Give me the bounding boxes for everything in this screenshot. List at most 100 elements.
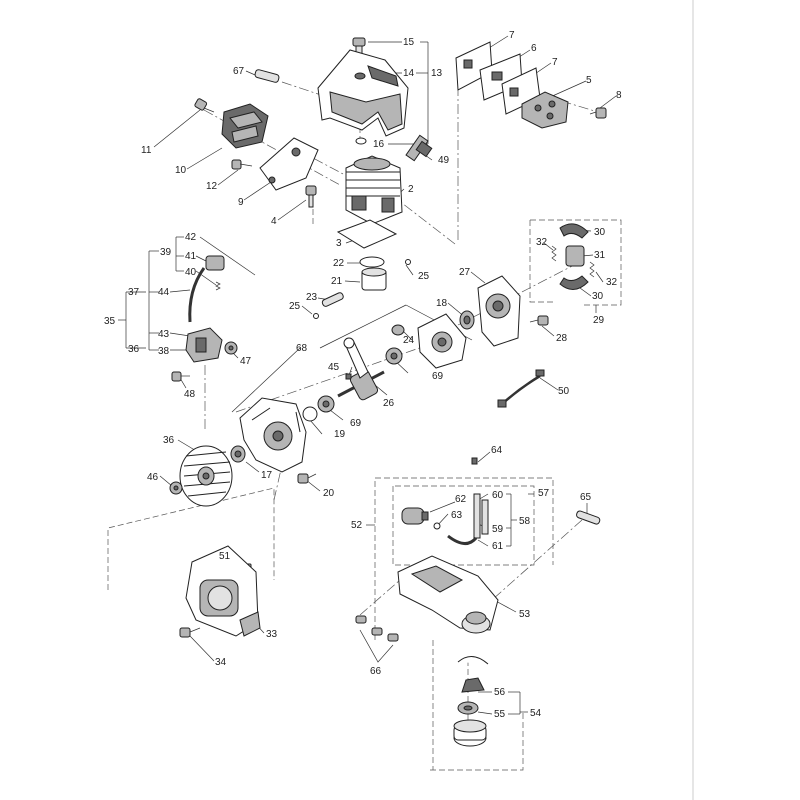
- label-69-right: 69: [432, 371, 444, 382]
- part-10-muffler-cover: [221, 103, 269, 149]
- label-17: 17: [261, 470, 273, 481]
- part-66-damper-3: [387, 633, 399, 642]
- part-36-flywheel: [179, 445, 233, 507]
- label-23: 23: [306, 292, 318, 303]
- part-labels: 15 14 13 67 16 7 6 7 5 8 11 10 12 49 9 2…: [104, 30, 622, 720]
- part-crankcase-right: [417, 313, 467, 369]
- part-58-fuel-pipe-set: [447, 493, 489, 545]
- label-43: 43: [158, 329, 170, 340]
- part-33-fan-housing: [185, 545, 261, 637]
- label-59: 59: [492, 524, 504, 535]
- label-30-top: 30: [594, 227, 606, 238]
- part-18-bearing: [459, 310, 475, 330]
- label-15: 15: [403, 37, 415, 48]
- label-41: 41: [185, 251, 197, 262]
- label-48: 48: [184, 389, 196, 400]
- part-27-crankcase-half: [477, 275, 521, 347]
- label-21: 21: [331, 276, 343, 287]
- label-19: 19: [334, 429, 346, 440]
- part-13-cylinder-cover: [317, 49, 409, 137]
- label-12: 12: [206, 181, 218, 192]
- part-25-clip-right: [405, 259, 411, 265]
- part-3-gasket: [336, 219, 398, 249]
- part-54-fuel-cap: [453, 719, 487, 747]
- label-50: 50: [558, 386, 570, 397]
- label-4: 4: [271, 216, 277, 227]
- label-18: 18: [436, 298, 448, 309]
- label-46: 46: [147, 472, 159, 483]
- label-37: 37: [128, 287, 140, 298]
- part-40-spring: [215, 281, 221, 291]
- label-56: 56: [494, 687, 506, 698]
- part-66-damper-2: [371, 627, 383, 636]
- label-16: 16: [373, 139, 385, 150]
- part-31-clutch-hub: [565, 245, 585, 267]
- label-28: 28: [556, 333, 568, 344]
- label-66: 66: [370, 666, 382, 677]
- label-33: 33: [266, 629, 278, 640]
- label-44: 44: [158, 287, 170, 298]
- part-44-ignition-wire: [188, 267, 206, 323]
- part-2-cylinder: [345, 155, 403, 225]
- label-34: 34: [215, 657, 227, 668]
- label-53: 53: [519, 609, 531, 620]
- part-19-oil-seal: [302, 406, 318, 422]
- part-20-bolt: [297, 473, 317, 484]
- part-49-spark-plug: [405, 134, 433, 162]
- label-32-left: 32: [536, 237, 548, 248]
- part-26-crankshaft: [337, 337, 385, 401]
- part-4-bolt: [305, 185, 317, 208]
- part-11-bolt: [194, 98, 215, 113]
- label-39: 39: [160, 247, 172, 258]
- label-69-left: 69: [350, 418, 362, 429]
- part-32-spring-right: [589, 261, 595, 278]
- part-45-key: [345, 373, 352, 380]
- part-38-ignition-coil: [185, 327, 223, 363]
- part-68-crankcase: [239, 397, 307, 473]
- label-25-right: 25: [418, 271, 430, 282]
- label-10: 10: [175, 165, 187, 176]
- part-47-bushing: [224, 341, 238, 355]
- label-61: 61: [492, 541, 504, 552]
- label-54: 54: [530, 708, 542, 719]
- part-32-spring-left: [551, 245, 557, 262]
- label-7-upper: 7: [509, 30, 515, 41]
- part-16-washer: [355, 137, 367, 145]
- parts: [169, 37, 607, 747]
- part-8-bolt: [589, 107, 607, 119]
- part-22-piston-ring: [359, 256, 385, 268]
- part-69-bearing-left: [317, 395, 335, 413]
- part-62-fuel-filter: [401, 507, 429, 525]
- label-5: 5: [586, 75, 592, 86]
- label-67: 67: [233, 66, 245, 77]
- label-29: 29: [593, 315, 605, 326]
- label-25-left: 25: [289, 301, 301, 312]
- label-68: 68: [296, 343, 308, 354]
- label-8: 8: [616, 90, 622, 101]
- label-11: 11: [141, 145, 152, 156]
- label-7-lower: 7: [552, 57, 558, 68]
- part-50-wire: [497, 369, 545, 408]
- part-5-muffler: [521, 91, 569, 129]
- part-41-plug-cap: [205, 255, 225, 271]
- label-9: 9: [238, 197, 244, 208]
- label-13: 13: [431, 68, 443, 79]
- part-28-bolt: [529, 315, 549, 326]
- label-38: 38: [158, 346, 170, 357]
- label-3: 3: [336, 238, 342, 249]
- label-55: 55: [494, 709, 506, 720]
- label-47: 47: [240, 356, 252, 367]
- label-49: 49: [438, 155, 450, 166]
- part-63-clip: [433, 522, 441, 530]
- label-22: 22: [333, 258, 345, 269]
- part-9-plate: [259, 137, 319, 191]
- label-14: 14: [403, 68, 415, 79]
- label-6: 6: [531, 43, 537, 54]
- label-32-right: 32: [606, 277, 618, 288]
- part-48-bolt: [171, 371, 190, 382]
- part-56-strap: [457, 656, 489, 693]
- label-26: 26: [383, 398, 395, 409]
- label-20: 20: [323, 488, 335, 499]
- part-66-damper-1: [355, 615, 367, 624]
